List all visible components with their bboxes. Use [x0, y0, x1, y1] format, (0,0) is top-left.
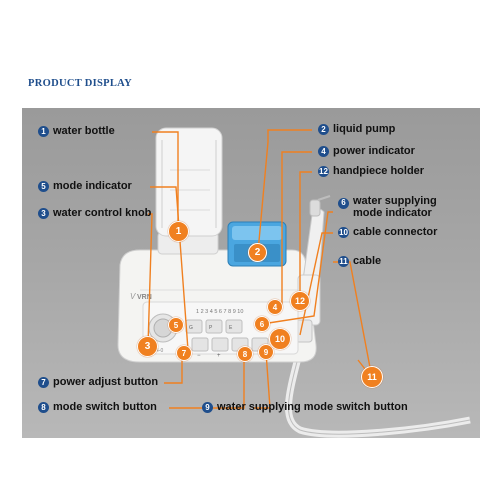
callout-5: 5 [168, 317, 184, 333]
svg-text:P: P [209, 325, 213, 331]
svg-text:V: V [130, 292, 136, 301]
power-scale: 1 2 3 4 5 6 7 8 9 10 [196, 309, 243, 315]
svg-text:4-0: 4-0 [156, 348, 163, 354]
label-liquid-pump: 2 liquid pump [318, 123, 395, 136]
brand-logo: VRN [137, 294, 152, 301]
svg-text:E: E [229, 325, 233, 331]
label-cable: 11 cable [338, 255, 382, 268]
power-plus-button [211, 337, 229, 352]
label-number-badge: 6 [338, 198, 349, 209]
callout-4: 4 [267, 299, 283, 315]
label-number-badge: 11 [338, 256, 349, 268]
label-number-badge: 3 [38, 208, 49, 220]
label-number-badge: 9 [202, 402, 213, 414]
label-number-badge: 1 [38, 126, 49, 138]
callout-lines [147, 129, 373, 409]
svg-text:+: + [217, 353, 221, 359]
callout-9: 9 [258, 344, 274, 360]
callout-2: 2 [248, 243, 267, 262]
svg-text:−: − [197, 353, 201, 359]
callout-12: 12 [290, 291, 310, 311]
callout-3: 3 [137, 336, 158, 357]
callout-11: 11 [361, 366, 383, 388]
label-number-badge: 10 [338, 227, 349, 239]
mode-button-b [205, 319, 223, 334]
label-cable-connector: 10 cable connector [338, 226, 438, 239]
svg-text:G: G [189, 325, 193, 331]
label-number-badge: 7 [38, 377, 49, 389]
callout-1: 1 [168, 221, 189, 242]
label-mode-indicator: 5 mode indicator [38, 180, 132, 193]
label-water-supplying-mode-switch-button: 9 water supplying mode switch button [202, 401, 408, 414]
label-water-control-knob: 3 water control knob [38, 207, 151, 220]
page-heading: PRODUCT DISPLAY [28, 78, 132, 89]
label-number-badge: 12 [318, 166, 329, 178]
label-power-adjust-button: 7 power adjust button [38, 376, 158, 389]
label-water-bottle: 1 water bottle [38, 125, 115, 138]
callout-6: 6 [254, 316, 270, 332]
power-minus-button [191, 337, 209, 352]
label-number-badge: 2 [318, 124, 329, 136]
label-handpiece-holder: 12 handpiece holder [318, 165, 425, 178]
callout-8: 8 [237, 346, 253, 362]
label-mode-switch-button: 8 mode switch button [38, 401, 157, 414]
label-power-indicator: 4 power indicator [318, 145, 415, 158]
label-water-supplying-mode-indicator: 6 water supplying mode indicator [338, 195, 437, 219]
callout-7: 7 [176, 345, 192, 361]
mode-button-c [225, 319, 243, 334]
callout-10: 10 [269, 328, 291, 350]
cable [284, 349, 471, 438]
water-bottle [155, 127, 223, 237]
label-number-badge: 4 [318, 146, 329, 158]
label-number-badge: 5 [38, 181, 49, 193]
label-number-badge: 8 [38, 402, 49, 414]
